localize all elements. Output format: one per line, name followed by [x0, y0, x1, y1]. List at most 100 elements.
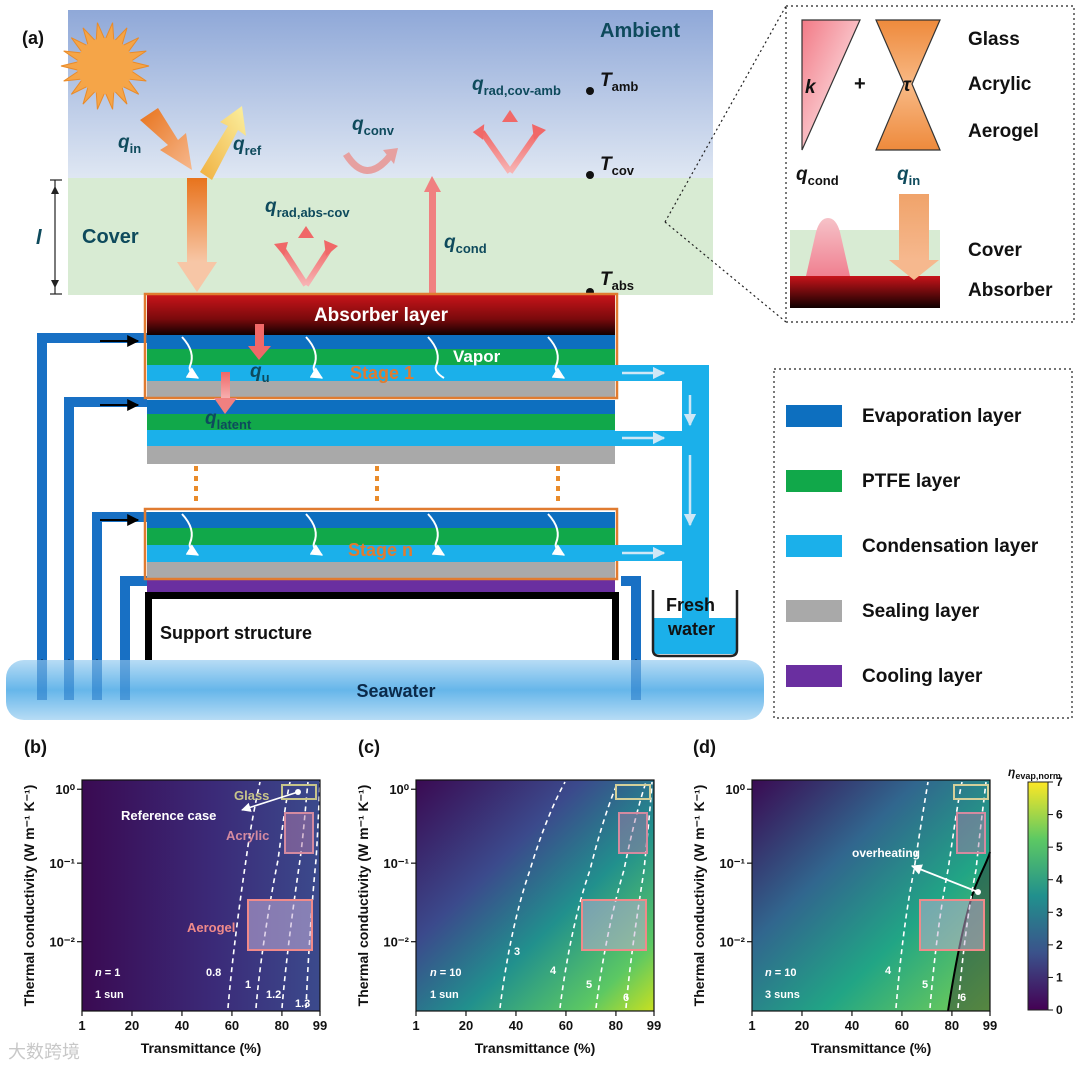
panel-b-acrylic-box — [284, 812, 314, 854]
panel-b-reference-arrow — [241, 791, 299, 812]
legend-item-evaporation: Evaporation layer — [786, 405, 1022, 427]
callout-line-top — [664, 5, 787, 223]
svg-text:Cooling layer: Cooling layer — [862, 666, 983, 687]
x-tick-label: 20 — [795, 1018, 809, 1033]
x-tick-label: 60 — [559, 1018, 573, 1033]
qlatent-arrow — [214, 372, 237, 414]
panel-d-contour-6: 6 — [960, 992, 966, 1004]
reflected-arrow — [200, 106, 246, 180]
colorbar-title: ηevap,norm — [1008, 765, 1061, 781]
panel-b-plot-area — [82, 780, 320, 1011]
x-tick-label: 1 — [78, 1018, 85, 1033]
q-rad-cov-amb-label: qrad,cov-amb — [472, 74, 561, 98]
x-tick-label: 1 — [412, 1018, 419, 1033]
inset-cover-label: Cover — [968, 240, 1022, 261]
colorbar-tick-label: 2 — [1056, 938, 1063, 952]
plot-frame — [81, 779, 321, 1012]
x-tick-label: 40 — [175, 1018, 189, 1033]
x-tick-label: 1 — [748, 1018, 755, 1033]
panel-b-glass-label: Glass — [234, 788, 269, 803]
colorbar — [1027, 781, 1049, 1011]
sun-icon — [60, 22, 150, 110]
y-axis-label: Thermal conductivity (W m⁻¹ K⁻¹) — [355, 785, 371, 1007]
colorbar-tick-label: 6 — [1056, 808, 1063, 822]
x-tick-label: 99 — [983, 1018, 997, 1033]
inset-qin-label: qin — [897, 164, 920, 188]
inset-qcond-label: qcond — [796, 164, 839, 188]
panel-b-aerogel-label: Aerogel — [187, 920, 235, 935]
stage-n — [147, 512, 615, 592]
t-amb-point — [586, 87, 594, 95]
solar-input-arrow — [140, 108, 192, 170]
glass-label: Glass — [968, 29, 1020, 50]
x-tick-label: 20 — [125, 1018, 139, 1033]
stage-n-outline — [143, 507, 619, 581]
panel-b-label: (b) — [24, 737, 47, 757]
absorber-layer — [147, 295, 615, 335]
stage-2 — [147, 400, 615, 464]
conduction-arrow — [424, 176, 441, 294]
legend-item-sealing: Sealing layer — [786, 600, 980, 622]
q-cond-label: qcond — [444, 232, 487, 256]
panel-d-plot-area — [752, 780, 990, 1011]
aerogel-label: Aerogel — [968, 121, 1039, 142]
panel-b-glass-box — [281, 784, 317, 800]
seawater-label: Seawater — [356, 681, 435, 701]
x-axis-label: Transmittance (%) — [141, 1040, 262, 1056]
absorber-layer-label: Absorber layer — [314, 305, 449, 326]
outflow-arrows — [622, 366, 697, 560]
plot-frame — [415, 779, 655, 1012]
radiation-absorber-cover-arrows — [274, 226, 338, 287]
thickness-symbol: l — [36, 227, 42, 249]
legend-item-cooling: Cooling layer — [786, 665, 983, 687]
panel-b-contours — [227, 781, 321, 1009]
x-axis-label: Transmittance (%) — [475, 1040, 596, 1056]
panel-d-label: (d) — [693, 737, 716, 757]
fresh-water-label-1: Fresh — [666, 595, 715, 615]
panel-d-overheating-point — [975, 889, 981, 895]
panel-b-reference-point — [295, 789, 301, 795]
panel-b-acrylic-label: Acrylic — [226, 828, 269, 843]
t-amb-label: Tamb — [600, 70, 638, 94]
y-tick-label: 10⁻² — [719, 935, 745, 950]
q-conv-label: qconv — [352, 114, 395, 138]
panel-d-contour-5: 5 — [922, 979, 928, 991]
panel-b-contour-0.8: 0.8 — [206, 967, 221, 979]
callout-line-bottom — [664, 221, 787, 323]
panel-c-n: n = 10 — [430, 967, 462, 979]
panel-c-contour-3: 3 — [514, 946, 520, 958]
panel-c-acrylic-box — [618, 812, 648, 854]
panel-c-contour-5: 5 — [586, 979, 592, 991]
t-abs-label: Tabs — [600, 269, 634, 293]
colorbar-tick-label: 7 — [1056, 775, 1063, 789]
panel-b-sun: 1 sun — [95, 989, 124, 1001]
panel-a-label: (a) — [22, 28, 44, 48]
y-tick-label: 10⁻² — [383, 935, 409, 950]
colorbar-tick-label: 0 — [1056, 1003, 1063, 1017]
cover-region — [68, 178, 713, 295]
panel-d-n: n = 10 — [765, 967, 797, 979]
y-tick-label: 10⁻¹ — [383, 856, 409, 871]
svg-text:Evaporation layer: Evaporation layer — [862, 406, 1022, 427]
x-tick-label: 80 — [945, 1018, 959, 1033]
stage-1-label: Stage 1 — [350, 363, 414, 383]
q-rad-abs-cov-label: qrad,abs-cov — [265, 196, 350, 220]
panel-b-aerogel-box — [247, 899, 313, 951]
seawater-feed-pipes — [37, 333, 641, 683]
transmitted-arrow — [177, 178, 217, 292]
inset-absorber-layer — [790, 276, 940, 308]
stage-ellipsis — [194, 466, 560, 502]
inset-conduction-plume — [806, 218, 850, 276]
vapor-label: Vapor — [453, 347, 501, 366]
panel-d-overheating-arrow — [910, 864, 979, 893]
svg-text:Condensation layer: Condensation layer — [862, 536, 1039, 557]
q-in-label: qin — [118, 132, 141, 156]
colorbar-tick-label: 3 — [1056, 905, 1063, 919]
colorbar-tick-label: 1 — [1056, 970, 1063, 984]
panel-b-reference-label: Reference case — [121, 808, 216, 823]
support-structure-label: Support structure — [160, 623, 312, 643]
qlatent-label: qlatent — [205, 408, 252, 432]
fresh-water-tank — [651, 590, 739, 658]
t-cov-label: Tcov — [600, 154, 635, 178]
